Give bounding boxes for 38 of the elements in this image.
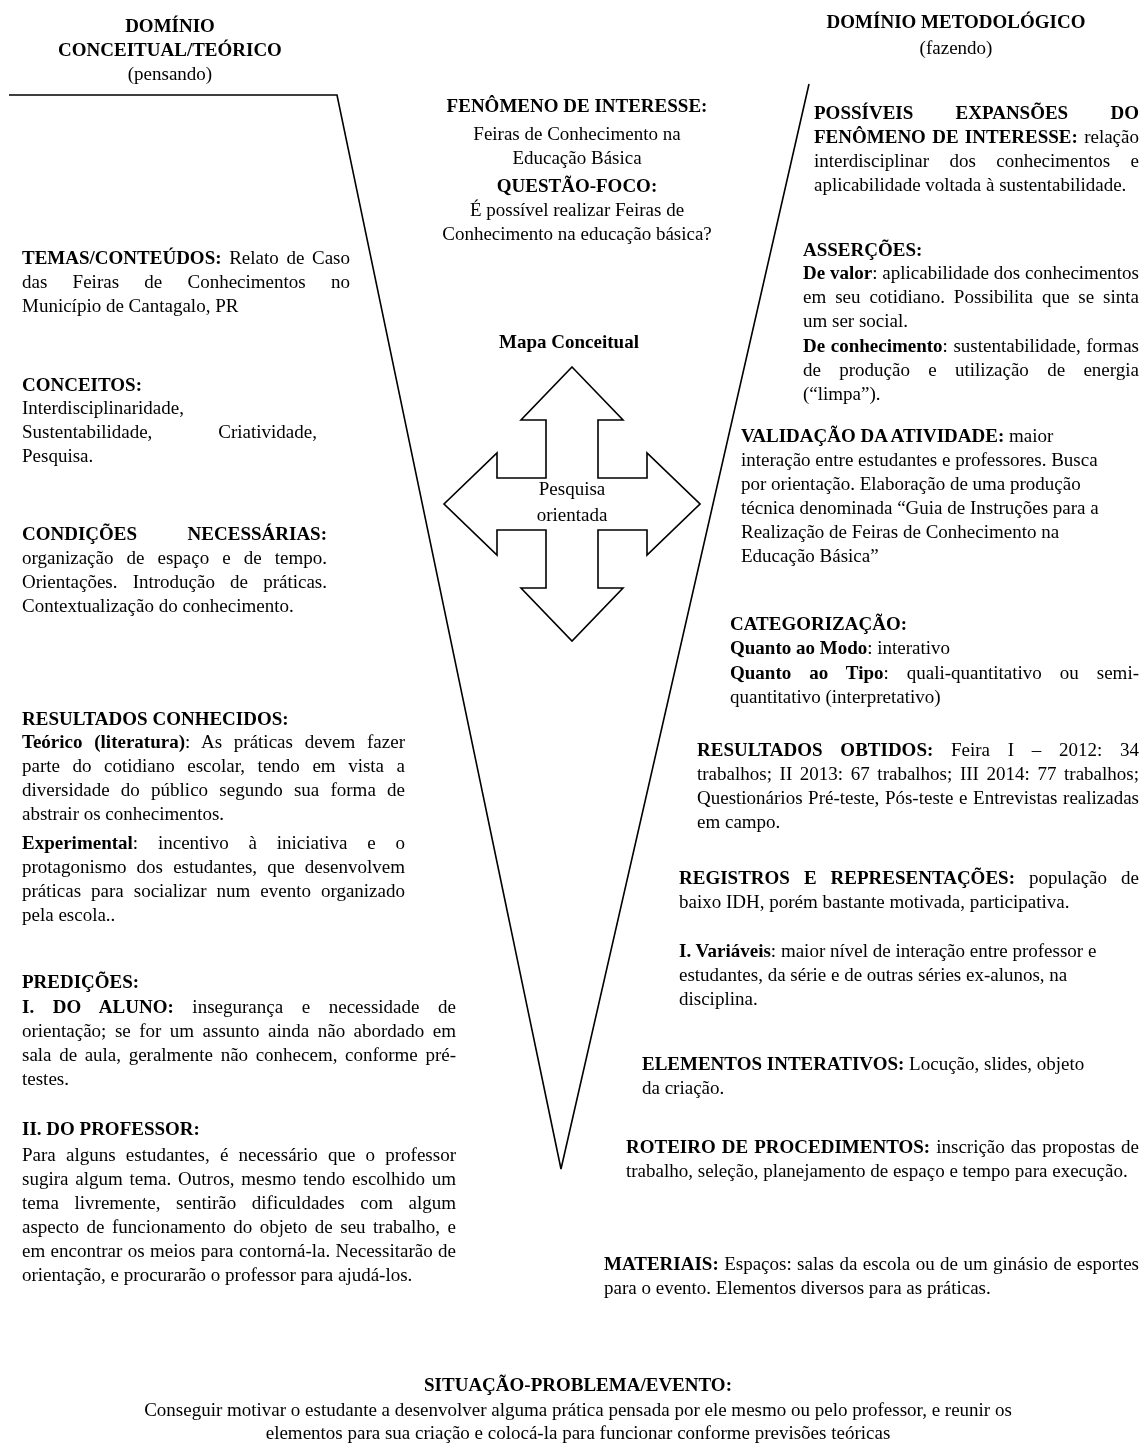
section-text: I. Variáveis: maior nível de interação entre professor e estudantes, da série e de outras séries ex-alunos, na disciplina. (679, 939, 1098, 1011)
section-heading: CATEGORIZAÇÃO: (730, 612, 908, 636)
section-heading: QUESTÃO-FOCO: (495, 174, 659, 198)
section-text: TEMAS/CONTEÚDOS: Relato de Caso das Feiras de Conhecimentos no Município de Cantagalo, PR (22, 246, 350, 318)
section-heading: ASSERÇÕES: (803, 238, 924, 262)
section-text: POSSÍVEIS EXPANSÕES DO FENÔMENO DE INTERESSE: relação interdisciplinar dos conhecimentos e aplicabilidade voltada à sustentabilidade. (814, 101, 1139, 197)
section-text: I. DO ALUNO: insegurança e necessidade de orientação; se for um assunto ainda não abordado em sala de aula, geralmente não conhecem, conforme pré-testes. (22, 995, 456, 1091)
section-heading: SITUAÇÃO-PROBLEMA/EVENTO: (423, 1373, 733, 1397)
section-text: Experimental: incentivo à iniciativa e o protagonismo dos estudantes, que desenvolvem práticas para socializar num evento organizado pela escola.. (22, 831, 405, 927)
section-text: ELEMENTOS INTERATIVOS: Locução, slides, objeto da criação. (642, 1052, 1086, 1100)
section-text: É possível realizar Feiras de Conhecimento na educação básica? (441, 198, 713, 246)
section-text: MATERIAIS: Espaços: salas da escola ou de um ginásio de esportes para o evento. Elementos diversos para as práticas. (604, 1252, 1139, 1300)
domain-heading: DOMÍNIO CONCEITUAL/TEÓRICO (57, 14, 283, 62)
section-heading: CONDIÇÕES NECESSÁRIAS: (22, 522, 327, 546)
section-heading: II. DO PROFESSOR: (22, 1117, 201, 1141)
section-text: organização de espaço e de tempo. Orientações. Introdução de práticas. Contextualização do conhecimento. (22, 546, 327, 618)
section-heading: FENÔMENO DE INTERESSE: (445, 94, 709, 118)
section-text: Feiras de Conhecimento na Educação Básica (472, 122, 682, 170)
section-text: Para alguns estudantes, é necessário que o professor sugira algum tema. Outros, mesmo tendo escolhido um tema livremente, sentirão dificuldades com algum aspecto de funcionamento do objeto de seu trabalho, e em encontrar os meios para contorná-la. Necessitarão de orientação, e procurarão o professor para ajudá-los. (22, 1143, 456, 1287)
section-text: VALIDAÇÃO DA ATIVIDADE: maior interação entre estudantes e professores. Busca por orientação. Elaboração de uma produção técnica denominada “Guia de Instruções para a Realização de Feiras de Conhecimento na Educação Básica” (741, 424, 1100, 568)
section-text: Interdisciplinaridade, Sustentabilidade, Criatividade, Pesquisa. (22, 396, 317, 468)
section-text: ROTEIRO DE PROCEDIMENTOS: inscrição das propostas de trabalho, seleção, planejamento de espaço e tempo para execução. (626, 1135, 1139, 1183)
section-text: RESULTADOS OBTIDOS: Feira I – 2012: 34 trabalhos; II 2013: 67 trabalhos; III 2014: 77 trabalhos; Questionários Pré-teste, Pós-teste e Entrevistas realizadas em campo. (697, 738, 1139, 834)
domain-subtitle: (pensando) (126, 62, 214, 86)
domain-heading: DOMÍNIO METODOLÓGICO (825, 10, 1087, 34)
section-text: De valor: aplicabilidade dos conhecimentos em seu cotidiano. Possibilita que se sinta um ser social. (803, 261, 1139, 333)
section-text: REGISTROS E REPRESENTAÇÕES: população de baixo IDH, porém bastante motivada, participativa. (679, 866, 1139, 914)
section-text: Quanto ao Tipo: quali-quantitativo ou semi-quantitativo (interpretativo) (730, 661, 1139, 709)
section-text: Conseguir motivar o estudante a desenvolver alguma prática pensada por ele mesmo ou pelo professor, e reunir os elementos para sua criação e colocá-la para funcionar conforme previsões teóricas (143, 1398, 1013, 1444)
domain-subtitle: (fazendo) (918, 36, 994, 60)
arrow-label: Pesquisa orientada (535, 477, 609, 527)
section-text: Teórico (literatura): As práticas devem fazer parte do cotidiano escolar, tendo em vista a diversidade do público segundo sua forma de abstrair os conhecimentos. (22, 730, 405, 826)
section-text: Quanto ao Modo: interativo (730, 636, 952, 660)
section-heading: CONCEITOS: (22, 373, 143, 397)
section-heading: PREDIÇÕES: (22, 970, 141, 994)
section-text: De conhecimento: sustentabilidade, formas de produção e utilização de energia (“limpa”). (803, 334, 1139, 406)
section-heading: Mapa Conceitual (498, 330, 640, 354)
section-heading: RESULTADOS CONHECIDOS: (22, 707, 290, 731)
